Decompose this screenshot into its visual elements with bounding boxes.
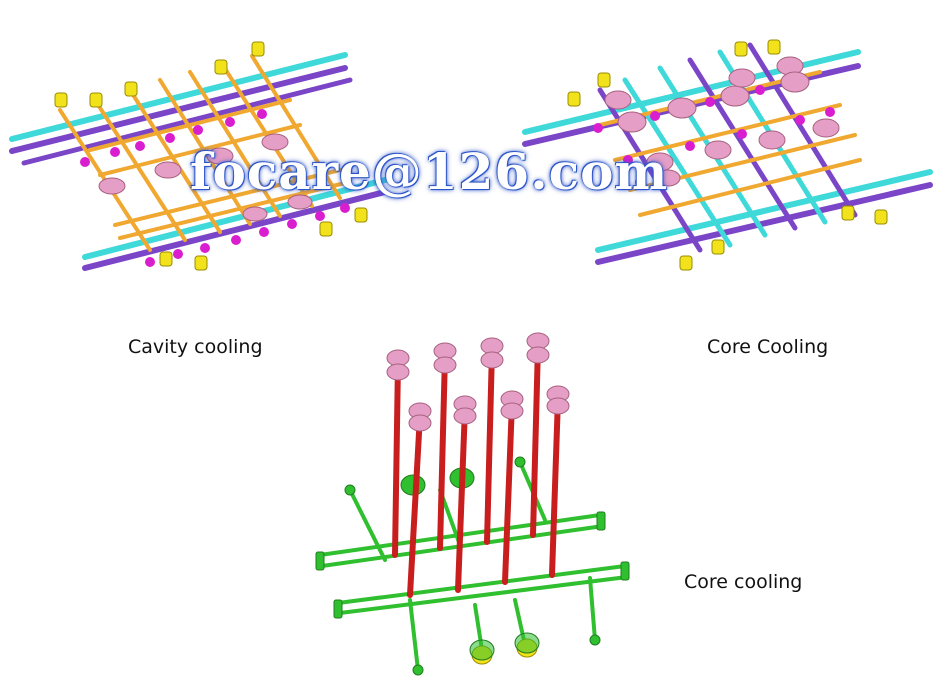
- connector-icon: [259, 227, 269, 237]
- fitting-icon: [54, 92, 68, 108]
- cavity-connectors: [80, 109, 350, 267]
- connector-icon: [225, 117, 235, 127]
- baffle-icon: [655, 169, 681, 187]
- core-cooling-assembly-bottom: [315, 332, 630, 676]
- fitting-icon: [89, 92, 103, 108]
- baffle-icon: [812, 118, 840, 138]
- core-cooling-assembly-top: [522, 39, 933, 271]
- fitting-icon: [319, 221, 333, 237]
- connector-icon: [340, 203, 350, 213]
- baffle-icon: [617, 111, 647, 133]
- core-cooling-bottom-label: Core cooling: [684, 571, 803, 593]
- connector-icon: [231, 235, 241, 245]
- connector-icon: [685, 141, 695, 151]
- connector-icon: [135, 141, 145, 151]
- baffle-icon: [667, 97, 697, 119]
- baffle-icon: [480, 351, 504, 369]
- connector-icon: [193, 125, 203, 135]
- fitting-icon: [251, 41, 265, 57]
- fitting-icon: [767, 39, 781, 55]
- baffle-icon: [500, 402, 524, 420]
- fitting-icon: [124, 81, 138, 97]
- fitting-icon: [597, 72, 611, 88]
- baffle-icon: [720, 85, 750, 107]
- baffle-icon: [546, 397, 570, 415]
- baffle-icon: [242, 206, 268, 222]
- baffle-icon: [604, 90, 632, 110]
- watermark-text: focare@126.com: [190, 142, 669, 201]
- baffle-icon: [728, 68, 756, 88]
- fitting-icon: [159, 251, 173, 267]
- core-top-baffles: [604, 56, 840, 187]
- baffle-icon: [433, 356, 457, 374]
- cavity-cooling-assembly: [9, 41, 388, 271]
- baffle-icon: [287, 194, 313, 210]
- connector-icon: [287, 219, 297, 229]
- baffle-icon: [408, 414, 432, 432]
- cavity-fittings: [54, 41, 368, 271]
- fitting-icon: [874, 209, 888, 225]
- baffle-icon: [704, 140, 732, 160]
- baffle-icon: [453, 407, 477, 425]
- connector-icon: [650, 111, 660, 121]
- connector-icon: [80, 157, 90, 167]
- connector-icon: [257, 109, 267, 119]
- connector-icon: [593, 123, 603, 133]
- connector-icon: [623, 155, 633, 165]
- connector-icon: [635, 177, 645, 187]
- baffle-icon: [780, 71, 810, 93]
- connector-icon: [795, 115, 805, 125]
- baffle-icon: [758, 130, 786, 150]
- baffle-icon: [646, 152, 674, 172]
- connector-icon: [173, 249, 183, 259]
- connector-icon: [110, 147, 120, 157]
- cavity-cooling-label: Cavity cooling: [128, 336, 263, 358]
- connector-icon: [315, 211, 325, 221]
- baffle-icon: [206, 147, 234, 165]
- connector-icon: [165, 133, 175, 143]
- baffle-icon: [154, 161, 182, 179]
- fitting-icon: [679, 255, 693, 271]
- connector-icon: [705, 97, 715, 107]
- core-top-connectors: [593, 85, 835, 187]
- fitting-icon: [214, 59, 228, 75]
- connector-icon: [145, 257, 155, 267]
- connector-icon: [200, 243, 210, 253]
- cavity-baffles: [98, 133, 313, 222]
- connector-icon: [825, 107, 835, 117]
- fitting-icon: [194, 255, 208, 271]
- connector-icon: [737, 129, 747, 139]
- core-bottom-baffles: [386, 332, 570, 432]
- connector-icon: [755, 85, 765, 95]
- baffle-icon: [526, 346, 550, 364]
- baffle-icon: [98, 177, 126, 195]
- fitting-icon: [354, 207, 368, 223]
- fitting-icon: [711, 239, 725, 255]
- fitting-icon: [567, 91, 581, 107]
- core-top-fittings: [567, 39, 888, 271]
- baffle-icon: [261, 133, 289, 151]
- baffle-icon: [386, 363, 410, 381]
- fitting-icon: [841, 205, 855, 221]
- fitting-icon: [734, 41, 748, 57]
- core-cooling-top-label: Core Cooling: [707, 336, 829, 358]
